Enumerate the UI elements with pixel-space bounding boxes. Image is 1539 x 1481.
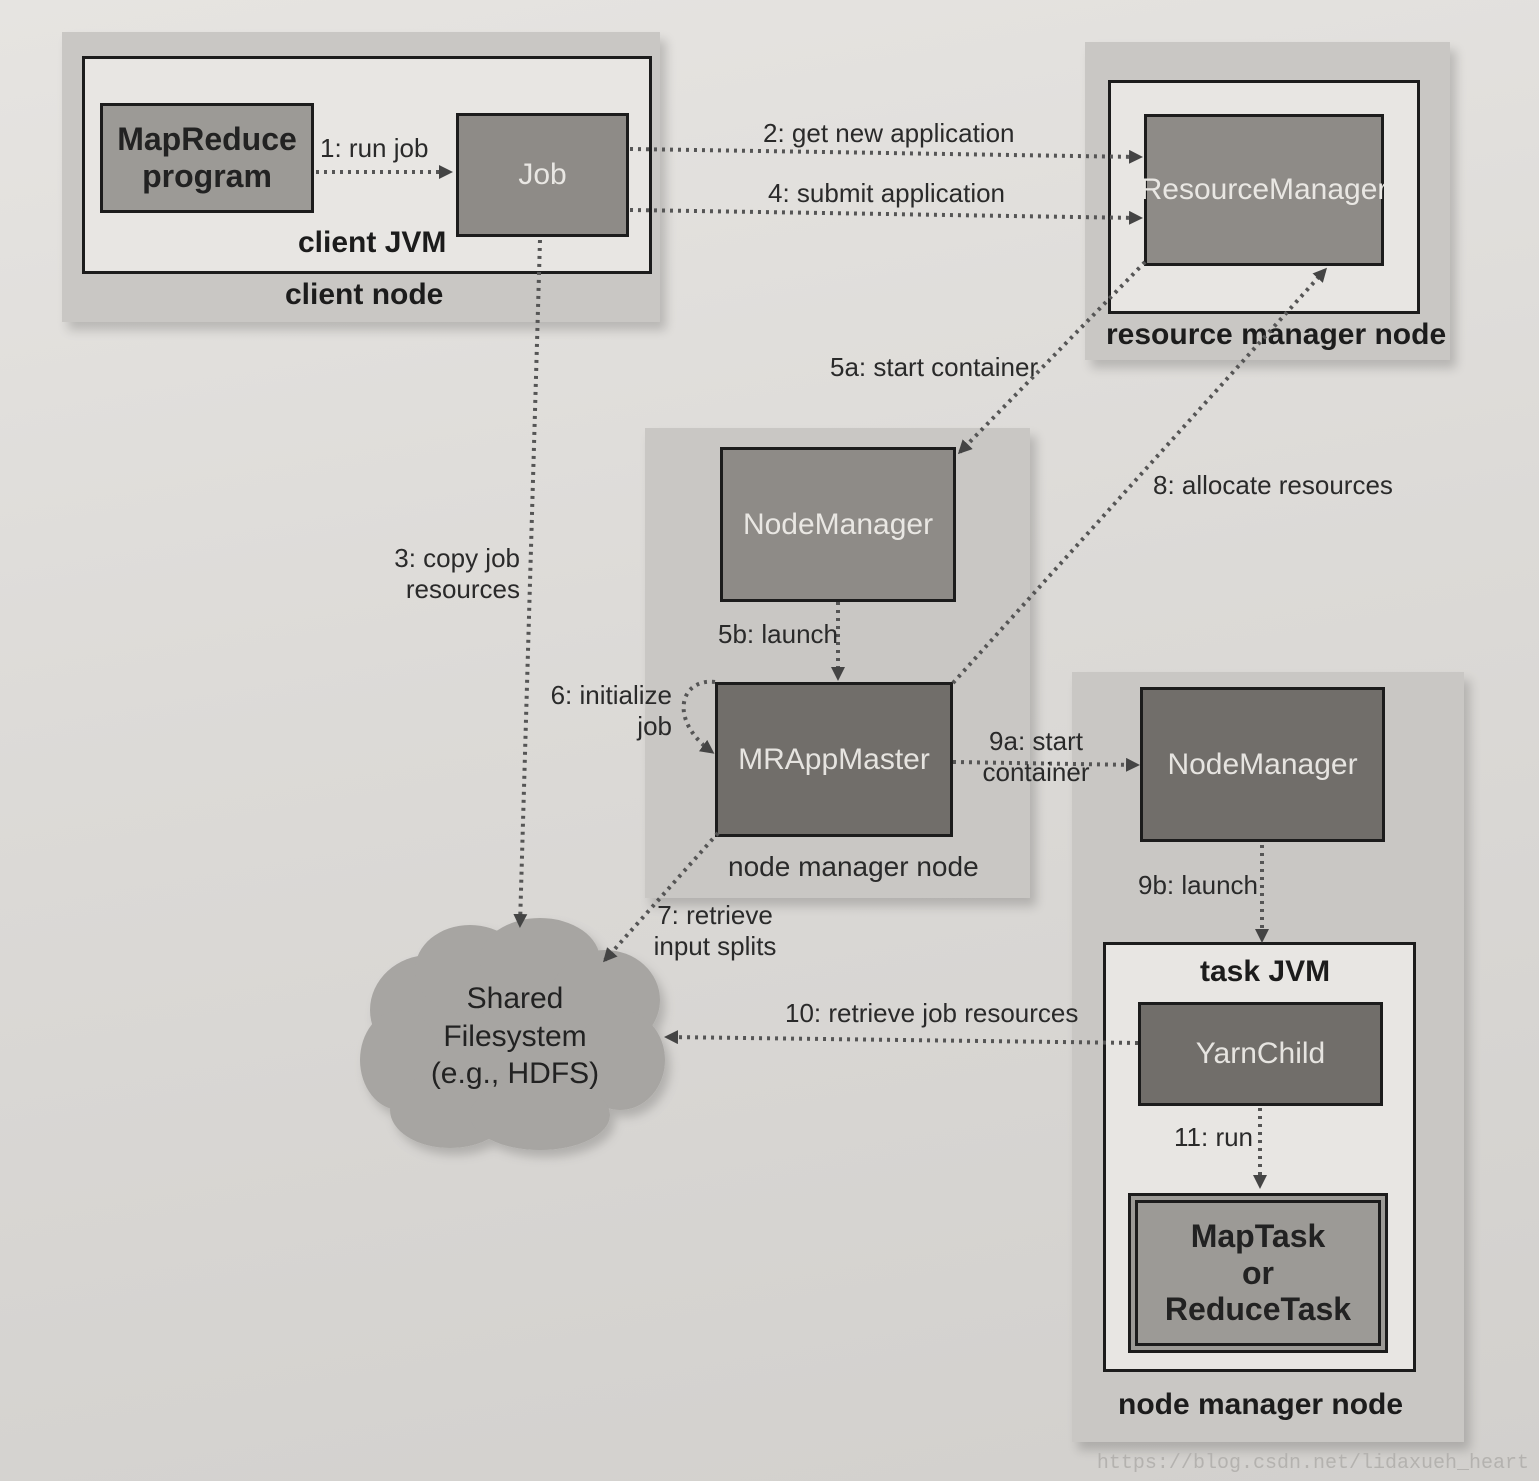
resource-manager-node-caption: resource manager node <box>1106 318 1447 351</box>
arrow-3-copy-job-resources <box>513 239 542 928</box>
shared-filesystem-cloud <box>360 918 665 1150</box>
shared-fs-line2: Filesystem <box>443 1019 587 1053</box>
step-6-line2: job <box>637 711 672 742</box>
mrappmaster-label: MRAppMaster <box>738 742 930 776</box>
task-jvm-caption: task JVM <box>1200 955 1331 988</box>
arrow-4-submit-application <box>629 208 1143 225</box>
step-10-label: 10: retrieve job resources <box>785 998 1079 1028</box>
step-5a-label: 5a: start container <box>830 352 1039 382</box>
step-8-label: 8: allocate resources <box>1153 470 1393 500</box>
task-line3: ReduceTask <box>1164 1291 1352 1328</box>
step-9a-line2: container <box>982 757 1090 788</box>
arrow-6-initialize-job <box>681 679 716 754</box>
shared-fs-line3: (e.g., HDFS) <box>430 1057 600 1090</box>
yarnchild-box: YarnChild <box>1138 1002 1383 1106</box>
shared-filesystem-label: Shared Filesystem (e.g., HDFS) <box>420 980 610 1093</box>
step-3-label: 3: copy job resources <box>380 543 520 605</box>
step-11-label: 11: run <box>1174 1122 1254 1152</box>
step-2-label: 2: get new application <box>763 118 1015 148</box>
task-line1: MapTask <box>1190 1217 1326 1254</box>
task-line2: or <box>1242 1254 1274 1291</box>
step-9a-label: 9a: start container <box>975 726 1097 788</box>
step-7-label: 7: retrieve input splits <box>645 900 785 962</box>
job-box: Job <box>456 113 629 237</box>
shared-fs-line1: Shared <box>466 982 564 1015</box>
step-3-line2: resources <box>405 574 520 605</box>
step-6-label: 6: initialize job <box>530 680 672 742</box>
resource-manager-box: ResourceManager <box>1141 114 1387 266</box>
client-jvm-caption: client JVM <box>298 226 447 259</box>
mrappmaster-box: MRAppMaster <box>715 682 953 837</box>
step-4-label: 4: submit application <box>768 178 1006 208</box>
step-6-line1: 6: initialize <box>550 680 672 710</box>
node-manager-label-2: NodeManager <box>1167 747 1358 781</box>
mapreduce-program-line1: MapReduce <box>117 121 297 158</box>
node-manager-label-1: NodeManager <box>742 507 934 541</box>
step-3-line1: 3: copy job <box>394 543 520 573</box>
arrow-9a-start-container <box>952 757 1140 772</box>
resource-manager-label: ResourceManager <box>1140 173 1388 206</box>
step-9a-line1: 9a: start <box>989 726 1083 756</box>
node-manager-node-2-caption: node manager node <box>1118 1388 1404 1421</box>
arrow-2-get-new-application <box>629 147 1143 164</box>
step-5b-label: 5b: launch <box>718 619 838 649</box>
arrow-10-retrieve-job-resources <box>664 1030 1139 1045</box>
node-manager-node-1-caption: node manager node <box>728 851 979 882</box>
step-9b-label: 9b: launch <box>1138 870 1258 900</box>
watermark: https://blog.csdn.net/lidaxueh_heart <box>1096 1452 1529 1475</box>
node-manager-box-1: NodeManager <box>720 447 956 602</box>
job-label: Job <box>518 158 567 191</box>
mapreduce-program-line2: program <box>142 158 272 194</box>
step-1-label: 1: run job <box>320 133 429 163</box>
yarnchild-label: YarnChild <box>1195 1037 1326 1070</box>
step-7-line1: 7: retrieve <box>657 900 773 930</box>
step-7-line2: input splits <box>653 931 777 962</box>
node-manager-box-2: NodeManager <box>1140 687 1385 842</box>
client-node-caption: client node <box>285 278 444 311</box>
